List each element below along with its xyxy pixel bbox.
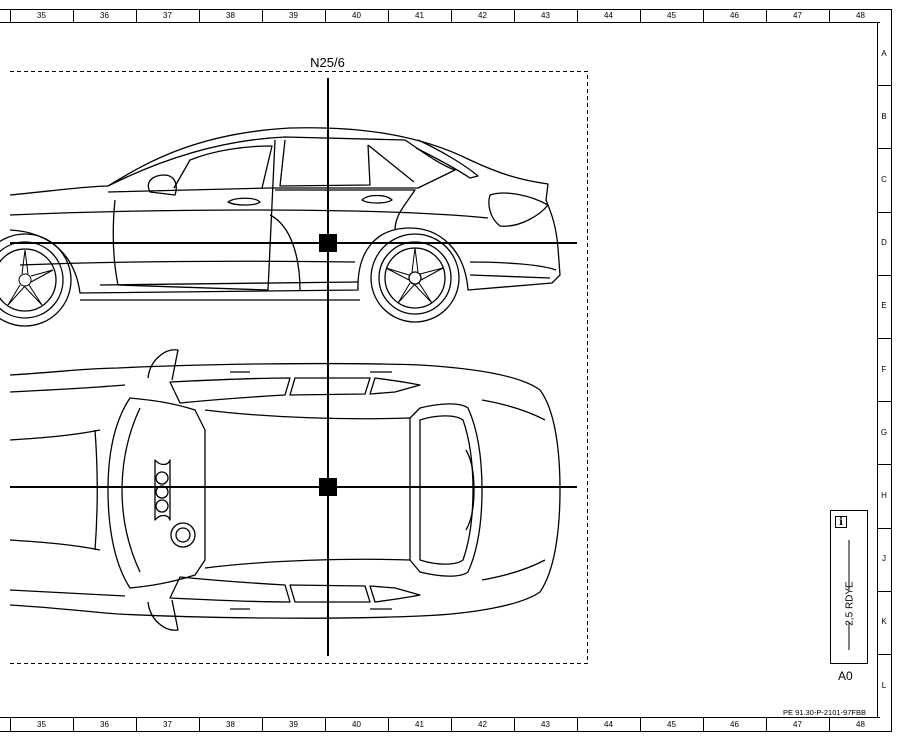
sheet-size-label: A0 [838, 669, 853, 683]
row-label: K [881, 617, 887, 627]
column-label: 39 [289, 11, 298, 20]
column-label: 47 [793, 720, 802, 729]
column-label: 40 [352, 720, 361, 729]
column-label: 40 [352, 11, 361, 20]
column-label: 37 [163, 11, 172, 20]
row-label: D [881, 238, 887, 248]
document-id: PE 91.30-P-2101-97FBB [783, 708, 866, 717]
column-label: 44 [604, 11, 613, 20]
row-label: J [882, 554, 886, 564]
column-label: 47 [793, 11, 802, 20]
component-marker-side [319, 234, 337, 252]
wire-label: 2,5 RDYE [840, 551, 860, 656]
wire-info-box[interactable]: i 2,5 RDYE [830, 510, 868, 664]
column-label: 46 [730, 11, 739, 20]
row-label: C [881, 175, 887, 184]
row-label: H [881, 491, 887, 500]
column-label: 48 [856, 720, 865, 729]
column-label: 45 [667, 720, 676, 729]
info-icon[interactable]: i [835, 516, 847, 528]
column-label: 36 [100, 11, 109, 20]
column-label: 42 [478, 11, 487, 20]
column-label: 42 [478, 720, 487, 729]
row-label: L [881, 680, 887, 690]
row-label: E [881, 301, 887, 311]
column-label: 41 [415, 720, 424, 729]
column-label: 38 [226, 720, 235, 729]
column-label: 48 [856, 11, 865, 20]
row-label: F [881, 364, 887, 374]
view-boundary [10, 71, 588, 664]
component-label: N25/6 [310, 55, 345, 70]
column-label: 45 [667, 11, 676, 20]
column-label: 38 [226, 11, 235, 20]
column-label: 43 [541, 11, 550, 20]
column-label: 35 [37, 11, 46, 20]
column-label: 37 [163, 720, 172, 729]
row-label: A [881, 48, 887, 58]
row-label: B [881, 111, 887, 121]
side-view [0, 127, 561, 327]
reference-lines [10, 78, 577, 656]
row-label: G [880, 427, 888, 437]
column-label: 36 [100, 720, 109, 729]
wire-label-text: 2,5 RDYE [844, 581, 856, 626]
top-view [9, 349, 561, 631]
column-label: 41 [415, 11, 424, 20]
column-label: 46 [730, 720, 739, 729]
column-label: 39 [289, 720, 298, 729]
component-marker-top [319, 478, 337, 496]
column-label: 44 [604, 720, 613, 729]
column-label: 35 [37, 720, 46, 729]
column-label: 43 [541, 720, 550, 729]
